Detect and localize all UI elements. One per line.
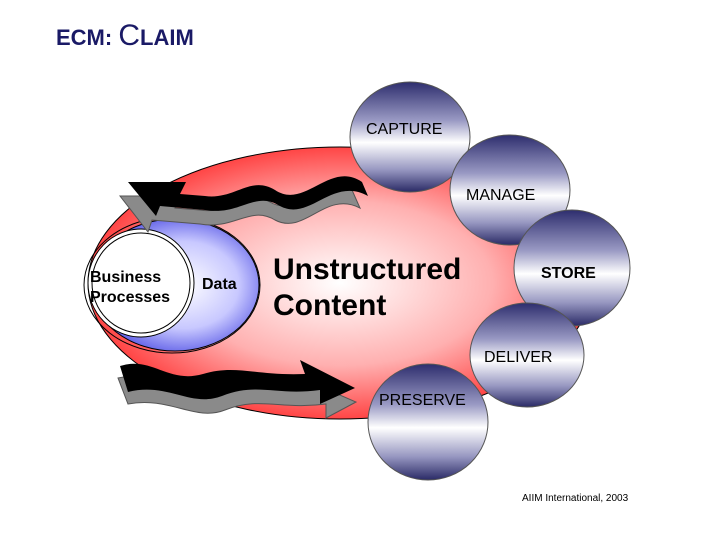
business-label-line2: Processes bbox=[90, 289, 171, 306]
stage-label-preserve: PRESERVE bbox=[379, 392, 466, 409]
title-prefix: ECM: bbox=[56, 25, 119, 50]
stage-label-deliver: DELIVER bbox=[484, 349, 553, 366]
preserve-ball bbox=[367, 363, 489, 481]
stage-label-capture: CAPTURE bbox=[366, 121, 443, 138]
center-label-line2: Content bbox=[273, 289, 387, 322]
top-arrow bbox=[118, 176, 368, 234]
business-processes-label: Business Processes bbox=[90, 268, 170, 308]
bottom-arrow bbox=[117, 360, 358, 419]
stage-label-store: STORE bbox=[541, 265, 596, 282]
credit-text: AIIM International, 2003 bbox=[522, 493, 629, 504]
business-label-line1: Business bbox=[90, 269, 162, 286]
page-title: ECM: CLAIM bbox=[56, 16, 194, 53]
title-initial: C bbox=[118, 19, 140, 52]
data-label: Data bbox=[202, 276, 237, 293]
capture-ball bbox=[349, 81, 471, 193]
stage-label-manage: MANAGE bbox=[466, 187, 536, 204]
unstructured-content-label: Unstructured Content bbox=[273, 252, 461, 324]
title-rest: LAIM bbox=[140, 25, 194, 50]
deliver-ball bbox=[469, 302, 585, 408]
center-label-line1: Unstructured bbox=[273, 253, 462, 286]
manage-ball bbox=[449, 134, 571, 246]
business-processes-circle bbox=[83, 216, 261, 354]
